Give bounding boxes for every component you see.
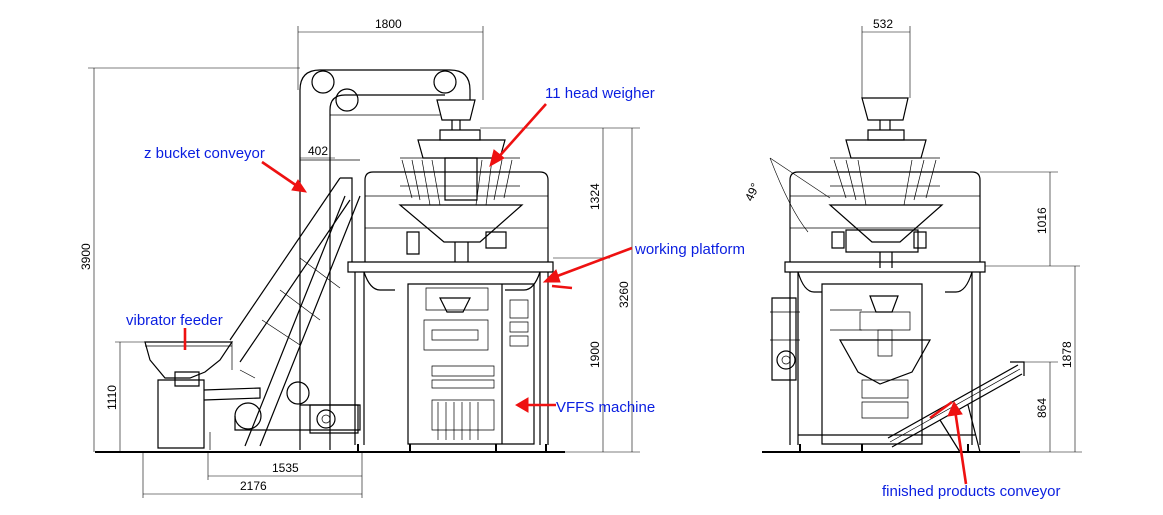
dim-base-total: 2176	[240, 479, 267, 493]
arrow-finished-conveyor-2	[930, 402, 952, 418]
dim-vffs-height: 1900	[588, 341, 602, 368]
dim-side-weigher-height: 1016	[1035, 207, 1049, 234]
front-dimensions	[88, 26, 640, 498]
side-dimensions	[770, 26, 1082, 452]
front-view: 1800 402 3900 1110 1324 3260 1900 1535 2…	[79, 17, 640, 498]
dim-bucket-offset: 402	[308, 144, 328, 158]
side-view: 532 49° 1016 1878 864	[742, 17, 1082, 452]
label-head-weigher: 11 head weigher	[545, 85, 655, 102]
weigher-drawing	[400, 130, 522, 262]
label-bucket-conveyor: z bucket conveyor	[144, 145, 265, 162]
vffs-drawing	[358, 284, 546, 452]
arrow-bucket-conveyor	[262, 162, 300, 188]
arrow-working-platform-2	[552, 286, 572, 288]
platform-frame-drawing	[348, 172, 553, 445]
label-working-platform: working platform	[634, 241, 745, 258]
stairs-drawing	[230, 178, 360, 446]
dim-feeder-height: 1110	[105, 385, 119, 410]
dim-side-width: 532	[873, 17, 893, 31]
arrow-head-weigher	[496, 104, 546, 160]
arrow-finished-conveyor	[955, 410, 966, 484]
dim-conveyor-height: 864	[1035, 398, 1049, 418]
dim-platform-total: 3260	[617, 281, 631, 308]
dim-weigher-height: 1324	[588, 183, 602, 210]
dim-base-length: 1535	[272, 461, 299, 475]
label-vffs-machine: VFFS machine	[556, 399, 655, 416]
bucket-conveyor-drawing	[235, 70, 475, 450]
label-finished-conveyor: finished products conveyor	[882, 483, 1060, 500]
dim-tilt-angle: 49°	[742, 181, 762, 204]
callout-arrows	[185, 104, 966, 484]
dim-total-width-top: 1800	[375, 17, 402, 31]
label-vibrator-feeder: vibrator feeder	[126, 312, 223, 329]
vibrator-feeder-drawing	[145, 342, 260, 450]
dim-side-platform-height: 1878	[1060, 341, 1074, 368]
arrow-working-platform	[552, 248, 632, 278]
dim-total-height: 3900	[79, 243, 93, 270]
